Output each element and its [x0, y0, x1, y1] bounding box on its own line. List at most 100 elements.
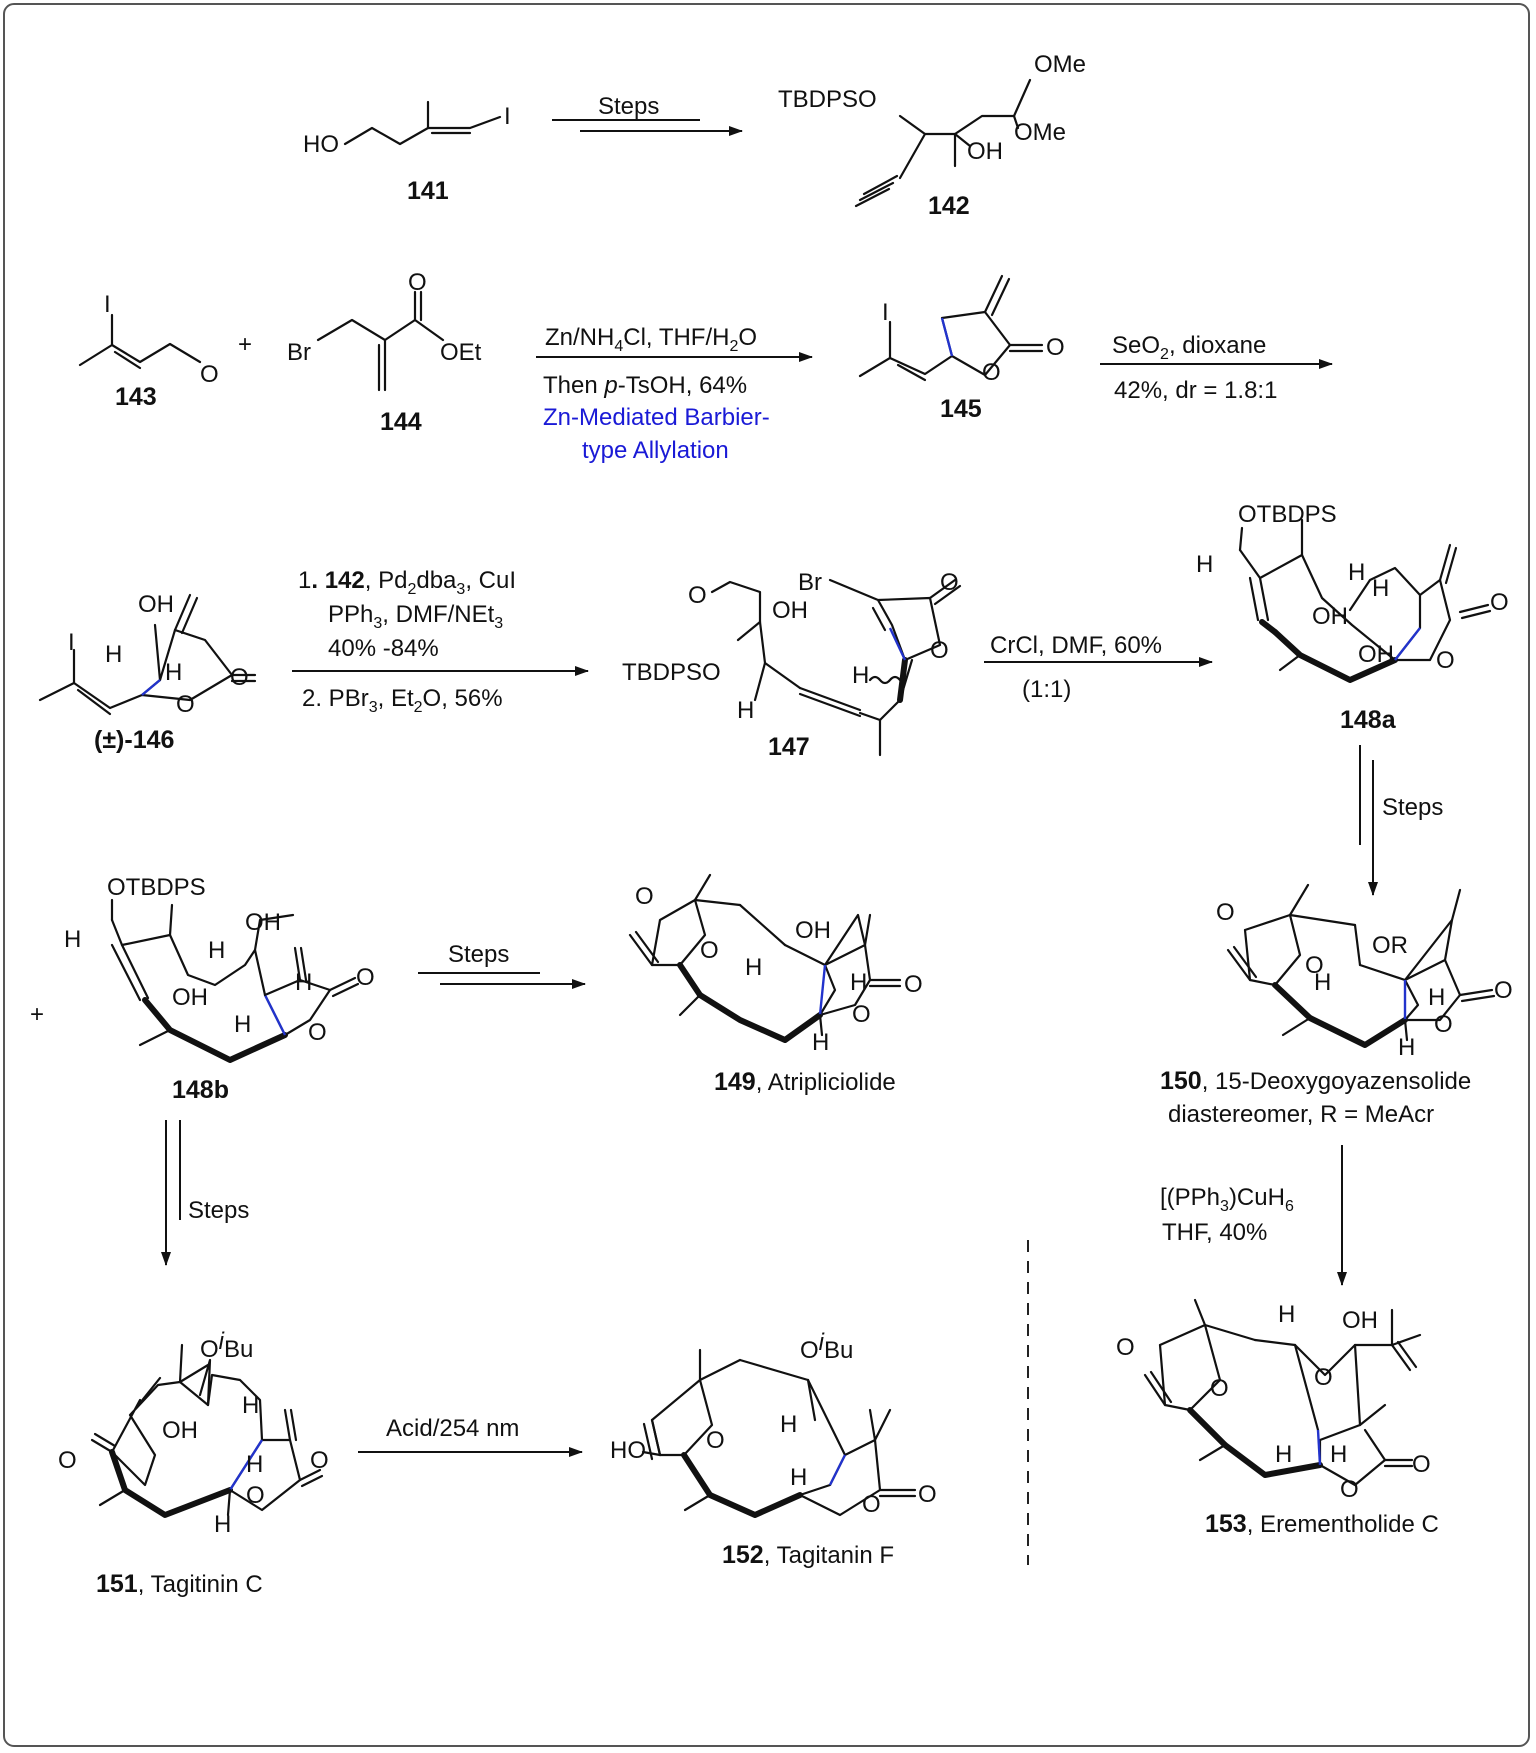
- compound-149: O O OH H H H O O 149, Atripliciolide: [628, 873, 923, 1096]
- reaction-arrow-sonogashira: 1. 142, Pd2dba3, CuI PPh3, DMF/NEt3 40% …: [292, 567, 589, 716]
- atom-label: OH: [795, 917, 831, 944]
- atom-label: H: [1348, 559, 1365, 586]
- atom-label: H: [790, 1464, 807, 1491]
- reaction-conditions: Acid/254 nm: [386, 1415, 519, 1442]
- atom-label: I: [68, 629, 75, 656]
- reaction-arrow-steps-148a: Steps: [1359, 745, 1443, 896]
- atom-label: O: [1436, 647, 1455, 674]
- atom-label: H: [208, 937, 225, 964]
- atom-label: H: [105, 641, 122, 668]
- atom-label: H: [1275, 1441, 1292, 1468]
- atom-label: O: [1412, 1451, 1431, 1478]
- atom-label: OTBDPS: [1238, 501, 1337, 528]
- reaction-conditions: Steps: [448, 941, 509, 968]
- atom-label: H: [1314, 969, 1331, 996]
- compound-number-146: (±)-146: [94, 726, 174, 754]
- compound-142: TBDPSO OMe OMe OH 142: [778, 51, 1086, 220]
- atom-label: O: [200, 361, 219, 388]
- atom-label: H: [852, 662, 869, 689]
- plus-sign: +: [238, 331, 252, 358]
- reaction-conditions: 1. 142, Pd2dba3, CuI: [298, 567, 516, 598]
- atom-label: H: [1398, 1034, 1415, 1061]
- reaction-conditions: 2. PBr3, Et2O, 56%: [302, 685, 503, 716]
- atom-label: O: [862, 1491, 881, 1518]
- compound-147: O Br OH TBDPSO H H O O 147: [622, 569, 962, 761]
- compound-number-144: 144: [380, 408, 422, 436]
- atom-label: OiBu: [800, 1329, 853, 1364]
- atom-label: O: [918, 1481, 937, 1508]
- atom-label: OiBu: [200, 1328, 253, 1363]
- reaction-name: Zn-Mediated Barbier-: [543, 404, 770, 431]
- reaction-conditions: [(PPh3)CuH6: [1160, 1184, 1294, 1215]
- reaction-arrow-steps-1: Steps: [552, 93, 743, 136]
- atom-label: O: [310, 1447, 329, 1474]
- reaction-conditions: 42%, dr = 1.8:1: [1114, 377, 1277, 404]
- atom-label: H: [242, 1392, 259, 1419]
- compound-caption-150: 150, 15-Deoxygoyazensolide: [1160, 1067, 1471, 1095]
- reaction-name: type Allylation: [582, 437, 729, 464]
- reaction-conditions: SeO2, dioxane: [1112, 332, 1266, 363]
- atom-label: HO: [610, 1437, 646, 1464]
- atom-label: OH: [138, 591, 174, 618]
- compound-141: HO I 141: [303, 100, 511, 205]
- reaction-conditions: THF, 40%: [1162, 1219, 1267, 1246]
- atom-label: O: [230, 664, 249, 691]
- atom-label: O: [904, 971, 923, 998]
- reaction-conditions: Steps: [188, 1197, 249, 1224]
- compound-caption-151: 151, Tagitinin C: [96, 1570, 263, 1598]
- compound-number-142: 142: [928, 192, 970, 220]
- reaction-conditions: Zn/NH4Cl, THF/H2O: [545, 324, 757, 355]
- atom-label: I: [882, 299, 889, 326]
- atom-label: OH: [1358, 641, 1394, 668]
- compound-144: Br O OEt 144: [287, 269, 482, 436]
- compound-number-148a: 148a: [1340, 706, 1397, 734]
- atom-label: O: [930, 637, 949, 664]
- atom-label: O: [308, 1019, 327, 1046]
- atom-label: H: [812, 1029, 829, 1056]
- compound-caption-153: 153, Erementholide C: [1205, 1510, 1439, 1538]
- atom-label: O: [176, 691, 195, 718]
- atom-label: O: [1046, 334, 1065, 361]
- atom-label: O: [408, 269, 427, 296]
- atom-label: O: [1340, 1476, 1359, 1503]
- atom-label: H: [214, 1511, 231, 1538]
- atom-label: OH: [162, 1417, 198, 1444]
- atom-label: TBDPSO: [778, 86, 877, 113]
- atom-label: H: [1278, 1301, 1295, 1328]
- atom-label: OH: [967, 138, 1003, 165]
- atom-label: H: [295, 969, 312, 996]
- scheme-frame: [3, 3, 1530, 1747]
- compound-number-143: 143: [115, 383, 157, 411]
- compound-151: OiBu O OH H H H O O 151, Tagitinin C: [58, 1328, 329, 1598]
- compound-146: I OH H H O O (±)-146: [38, 591, 257, 754]
- atom-label: O: [1490, 589, 1509, 616]
- atom-label: I: [104, 291, 111, 318]
- atom-label: OTBDPS: [107, 874, 206, 901]
- atom-label: H: [780, 1411, 797, 1438]
- atom-label: OH: [245, 909, 281, 936]
- atom-label: O: [1305, 952, 1324, 979]
- compound-number-148b: 148b: [172, 1076, 229, 1104]
- atom-label: H: [1196, 551, 1213, 578]
- atom-label: O: [1494, 977, 1513, 1004]
- plus-sign: +: [30, 1001, 44, 1028]
- atom-label: O: [1210, 1375, 1229, 1402]
- compound-caption-150-line2: diastereomer, R = MeAcr: [1168, 1101, 1434, 1128]
- atom-label: O: [700, 937, 719, 964]
- atom-label: HO: [303, 131, 339, 158]
- reaction-arrow-steps-148b-down: Steps: [161, 1120, 249, 1266]
- compound-number-147: 147: [768, 733, 810, 761]
- atom-label: OH: [1312, 603, 1348, 630]
- atom-label: H: [745, 954, 762, 981]
- compound-148b: OTBDPS H OH H OH H H O O 148b: [64, 874, 375, 1104]
- compound-caption-152: 152, Tagitanin F: [722, 1541, 894, 1569]
- atom-label: H: [64, 926, 81, 953]
- reaction-conditions: Then p-TsOH, 64%: [543, 372, 747, 399]
- compound-150: O O OR H H H O O 150, 15-Deoxygoyazensol…: [1160, 883, 1513, 1128]
- reaction-arrow-seo2: SeO2, dioxane 42%, dr = 1.8:1: [1100, 332, 1333, 404]
- atom-label: O: [58, 1447, 77, 1474]
- reaction-conditions: Steps: [598, 93, 659, 120]
- reaction-arrow-steps-148b: Steps: [418, 941, 586, 989]
- atom-label: H: [246, 1451, 263, 1478]
- atom-label: O: [940, 569, 959, 596]
